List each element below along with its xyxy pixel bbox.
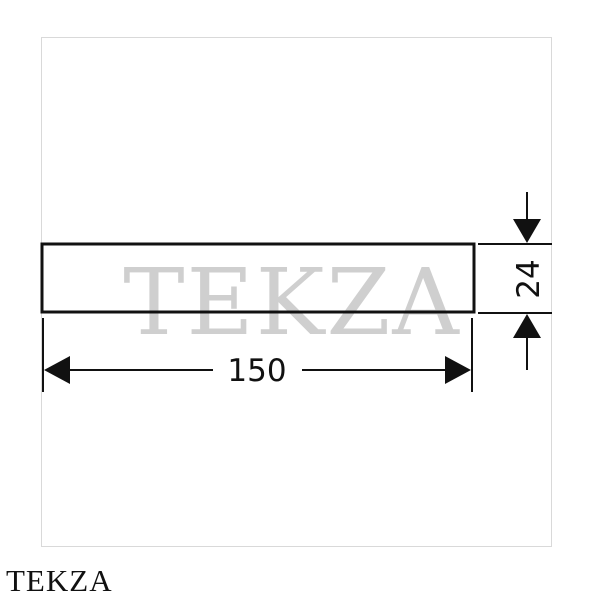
height-arrow-top-icon <box>513 219 541 243</box>
brand-logo: TEKZA <box>6 563 113 598</box>
width-arrow-right-icon <box>445 356 471 384</box>
height-arrow-bottom-icon <box>513 314 541 338</box>
watermark-text: TEKZA <box>123 249 461 356</box>
product-outline <box>40 242 476 314</box>
width-dimension-label: 150 <box>227 353 286 389</box>
width-arrow-left-icon <box>44 356 70 384</box>
height-dimension-label: 24 <box>511 259 547 298</box>
